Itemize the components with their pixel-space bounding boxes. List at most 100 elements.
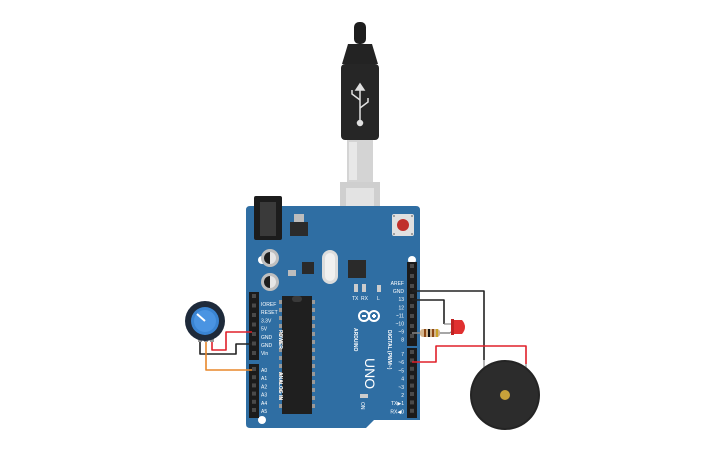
digital-header [407,262,417,418]
mounting-hole [258,416,266,424]
pin-label: A4 [261,401,267,407]
chip-pin [279,324,282,328]
chip-pin [279,300,282,304]
header-pin[interactable] [410,294,414,298]
analog-header [249,364,259,418]
usb-cable[interactable] [340,22,380,238]
header-pin[interactable] [252,383,256,388]
header-pin[interactable] [252,367,256,371]
chip-pin [279,364,282,368]
header-pin[interactable] [252,332,256,336]
header-pin[interactable] [252,375,256,380]
capacitor [261,249,279,267]
header-pin[interactable] [410,392,414,396]
red-led[interactable] [444,319,465,335]
header-pin[interactable] [410,383,414,388]
pin-label: GND [261,343,273,349]
pin-label: ~5 [398,368,404,374]
pin-label: ~3 [398,385,404,391]
chip-pin [312,340,315,344]
wire-pot-to-gnd[interactable] [199,340,252,355]
header-pin[interactable] [410,324,414,328]
chip-pin [312,324,315,328]
chip-pin [279,388,282,392]
header-pin[interactable] [410,358,414,363]
wire-pot-to-5v[interactable] [211,331,252,351]
header-pin[interactable] [252,391,256,396]
header-pin[interactable] [410,408,414,413]
header-pin[interactable] [410,314,414,318]
header-pin[interactable] [252,408,256,412]
pin-label: ~11 [396,313,404,319]
chip-pin [312,316,315,320]
wire-gnd-to-led[interactable] [412,299,445,324]
pin-label: ~6 [398,360,404,366]
rx-label: RX [361,296,369,302]
model-label: UNO [362,358,378,389]
resistor[interactable] [412,329,450,337]
on-label: ON [359,402,365,410]
reset-button[interactable] [392,214,414,236]
pin-label: A0 [261,368,267,374]
header-pin[interactable] [252,322,256,327]
pin-label: 2 [401,393,404,399]
tx-label: TX [352,296,359,302]
pin-label: RESET [261,310,278,316]
chip-pin [312,356,315,360]
chip-pin [312,396,315,400]
chip-pin [279,396,282,400]
arduino-uno-board[interactable]: TX RX L ARDUINO UNO ON POWER IOREFRESET3… [246,196,420,428]
header-pin[interactable] [410,264,414,268]
header-pin[interactable] [410,274,414,278]
header-pin[interactable] [252,303,256,308]
wire-d6-to-buzzer[interactable] [412,345,527,364]
potentiometer[interactable] [185,301,225,342]
chip-pin [312,372,315,376]
chip-pin [279,332,282,336]
chip-pin [312,380,315,384]
wire-pot-to-a0[interactable] [205,340,252,371]
on-led [360,394,368,398]
pin-label: AREF [391,281,404,287]
header-pin[interactable] [252,294,256,298]
chip-pin [279,380,282,384]
wires[interactable] [199,290,527,371]
header-pin[interactable] [410,284,414,288]
header-pin[interactable] [410,304,414,308]
pin-label: A2 [261,384,267,390]
digital-header-label: DIGITAL (PWM~) [386,330,392,370]
l-label: L [377,296,380,302]
header-pin[interactable] [410,400,414,405]
header-pin[interactable] [252,341,256,346]
header-pin[interactable] [252,399,256,404]
chip-pin [279,340,282,344]
chip-pin [312,308,315,312]
chip-pin [312,348,315,352]
pin-label: IOREF [261,302,276,308]
chip-pin [279,356,282,360]
power-header [249,292,259,360]
rx-led [362,284,366,292]
header-pin[interactable] [410,334,414,338]
atmega-chip [279,296,315,414]
pin-label: A3 [261,393,267,399]
chip-pin [312,388,315,392]
pin-label: 8 [401,338,404,344]
wire-gnd-to-buzzer[interactable] [412,290,485,360]
piezo-buzzer[interactable] [470,360,540,430]
header-pin[interactable] [410,375,414,380]
small-ic [302,262,314,274]
pin-label: 4 [401,377,404,383]
header-pin[interactable] [252,351,256,355]
pin-label: Vin [261,351,268,357]
chip-pin [312,332,315,336]
header-pin[interactable] [410,366,414,371]
header-pin[interactable] [252,313,256,317]
header-pin[interactable] [410,350,414,354]
usb-symbol-icon [351,82,369,127]
pin-label: GND [261,335,273,341]
chip-pin [279,316,282,320]
usb-plug-neck [342,44,378,64]
brand-label: ARDUINO [352,328,358,351]
